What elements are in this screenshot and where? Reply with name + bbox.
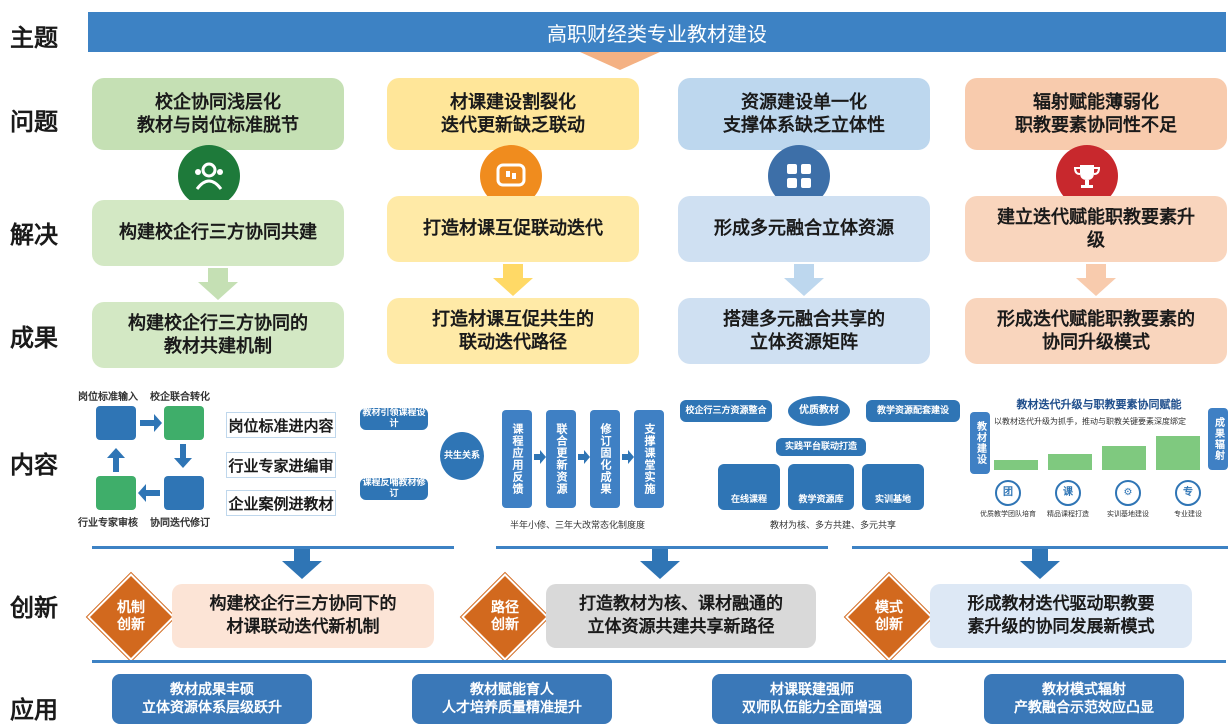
solution-2: 打造材课互促联动迭代 [387,196,639,262]
panel3-bottom-3: 实训基地 [862,464,924,510]
row-label-application: 应用 [10,696,58,724]
people-icon [178,145,240,207]
theme-banner: 高职财经类专业教材建设 [88,12,1226,52]
panel4-item-icon: 团 [995,480,1021,506]
panel4-items: 团优质教学团队培育课精品课程打造⚙实训基地建设专专业建设 [978,480,1218,530]
innovation-arrow-2 [640,549,680,579]
cycle-node-2 [164,406,204,440]
row-label-theme: 主题 [10,24,58,52]
panel3-top-right: 教学资源配套建设 [866,400,960,422]
content-panel-2: 教材引领课程设计 课程反哺教材修订 共生关系 课程应用反馈 联合更新资源 修订固… [360,390,670,535]
innovation-tag-1: 机制 创新 [117,599,145,634]
panel4-item: ⚙ 实训基地建设 [1098,480,1158,519]
cycle-step-2: 校企联合转化 [150,392,210,403]
content-tag-2: 行业专家进编审 [226,452,336,478]
application-3: 材课联建强师 双师队伍能力全面增强 [712,674,912,724]
panel4-item-icon: 课 [1055,480,1081,506]
row-label-content: 内容 [10,451,58,479]
panel4-item-icon: 专 [1175,480,1201,506]
innovation-arrow-3 [1020,549,1060,579]
panel4-title: 教材迭代升级与职教要素协同赋能 [1016,398,1182,411]
panel3-bottom-1: 在线课程 [718,464,780,510]
panel4-bars [994,430,1204,470]
cycle-step-3: 协同迭代修订 [150,518,210,529]
panel4-item: 课精品课程打造 [1038,480,1098,519]
panel3-middle: 实践平台联动打造 [776,438,866,456]
panel4-item-label: 精品课程打造 [1047,510,1089,518]
innovation-arrow-1 [282,549,322,579]
innovation-text-3: 形成教材迭代驱动职教要 素升级的协同发展新模式 [930,584,1192,648]
innovation-tag-3: 模式 创新 [875,599,903,634]
panel4-item-label: 专业建设 [1174,510,1202,518]
separator-2 [496,546,828,549]
panel4-left-label: 教材建设 [970,412,990,474]
panel2-step-arrows [534,450,634,464]
panel3-caption: 教材为核、多方共建、多元共享 [770,521,897,531]
innovation-tag-2: 路径 创新 [491,599,519,634]
innovation-text-2: 打造教材为核、课材融通的 立体资源共建共享新路径 [546,584,816,648]
cycle-step-4: 行业专家审核 [78,518,138,529]
panel2-left-bottom: 课程反哺教材修订 [360,478,428,500]
panel2-center: 共生关系 [440,432,484,480]
panel4-bar [1156,436,1200,470]
arrow-down-3 [784,264,824,296]
panel4-subtitle: 以教材迭代升级为抓手，推动与职教关键要素深度绑定 [994,417,1186,426]
content-tag-1: 岗位标准进内容 [226,412,336,438]
panel2-step-3: 修订固化成果 [590,410,620,508]
content-panel-1: 岗位标准输入 校企联合转化 行业专家审核 协同迭代修订 岗位标准进内容 行业专家… [78,384,340,534]
panel4-bar [1102,446,1146,470]
panel3-bottom-2: 教学资源库 [788,464,854,510]
panel3-top-center: 优质教材 [788,396,850,426]
innovation-text-1: 构建校企行三方协同下的 材课联动迭代新机制 [172,584,434,648]
arrow-down-2 [493,264,533,296]
cycle-node-3 [164,476,204,510]
row-label-problem: 问题 [10,108,58,136]
problem-1: 校企协同浅层化 教材与岗位标准脱节 [92,78,344,150]
panel4-item: 团优质教学团队培育 [978,480,1038,519]
arrow-down-4 [1076,264,1116,296]
cycle-step-1: 岗位标准输入 [78,392,138,403]
panel2-step-2: 联合更新资源 [546,410,576,508]
panel3-top-left: 校企行三方资源整合 [680,400,772,422]
arrow-down-1 [198,268,238,300]
separator-3 [852,546,1228,549]
panel4-bar [1048,454,1092,470]
problem-3: 资源建设单一化 支撑体系缺乏立体性 [678,78,930,150]
separator-4 [92,660,1226,663]
application-4: 教材模式辐射 产教融合示范效应凸显 [984,674,1184,724]
panel4-item: 专专业建设 [1158,480,1218,519]
row-label-solution: 解决 [10,221,58,249]
panel2-left-top: 教材引领课程设计 [360,408,428,430]
row-label-innovation: 创新 [10,594,58,622]
panel4-bar [994,460,1038,470]
separator-1 [92,546,454,549]
row-label-result: 成果 [10,324,58,352]
result-4: 形成迭代赋能职教要素的 协同升级模式 [965,298,1227,364]
content-panel-3: 校企行三方资源整合 优质教材 教学资源配套建设 实践平台联动打造 在线课程 教学… [680,392,962,534]
result-2: 打造材课互促共生的 联动迭代路径 [387,298,639,364]
panel2-caption: 半年小修、三年大改常态化制度度 [510,521,646,531]
content-tag-3: 企业案例进教材 [226,490,336,516]
panel4-item-label: 优质教学团队培育 [980,510,1036,518]
application-1: 教材成果丰硕 立体资源体系层级跃升 [112,674,312,724]
problem-4: 辐射赋能薄弱化 职教要素协同性不足 [965,78,1227,150]
cycle-arrows [107,414,192,502]
panel4-item-label: 实训基地建设 [1107,510,1149,518]
content-panel-4: 教材迭代升级与职教要素协同赋能 教材建设 成果辐射 以教材迭代升级为抓手，推动与… [970,388,1228,534]
banner-down-arrow [580,52,660,70]
application-2: 教材赋能育人 人才培养质量精准提升 [412,674,612,724]
result-1: 构建校企行三方协同的 教材共建机制 [92,302,344,368]
solution-1: 构建校企行三方协同共建 [92,200,344,266]
cycle-node-1 [96,406,136,440]
panel2-step-4: 支撑课堂实施 [634,410,664,508]
panel2-step-1: 课程应用反馈 [502,410,532,508]
result-3: 搭建多元融合共享的 立体资源矩阵 [678,298,930,364]
problem-2: 材课建设割裂化 迭代更新缺乏联动 [387,78,639,150]
cycle-node-4 [96,476,136,510]
panel4-right-label: 成果辐射 [1208,408,1228,470]
solution-3: 形成多元融合立体资源 [678,196,930,262]
solution-4: 建立迭代赋能职教要素升 级 [965,196,1227,262]
panel4-item-icon: ⚙ [1115,480,1141,506]
